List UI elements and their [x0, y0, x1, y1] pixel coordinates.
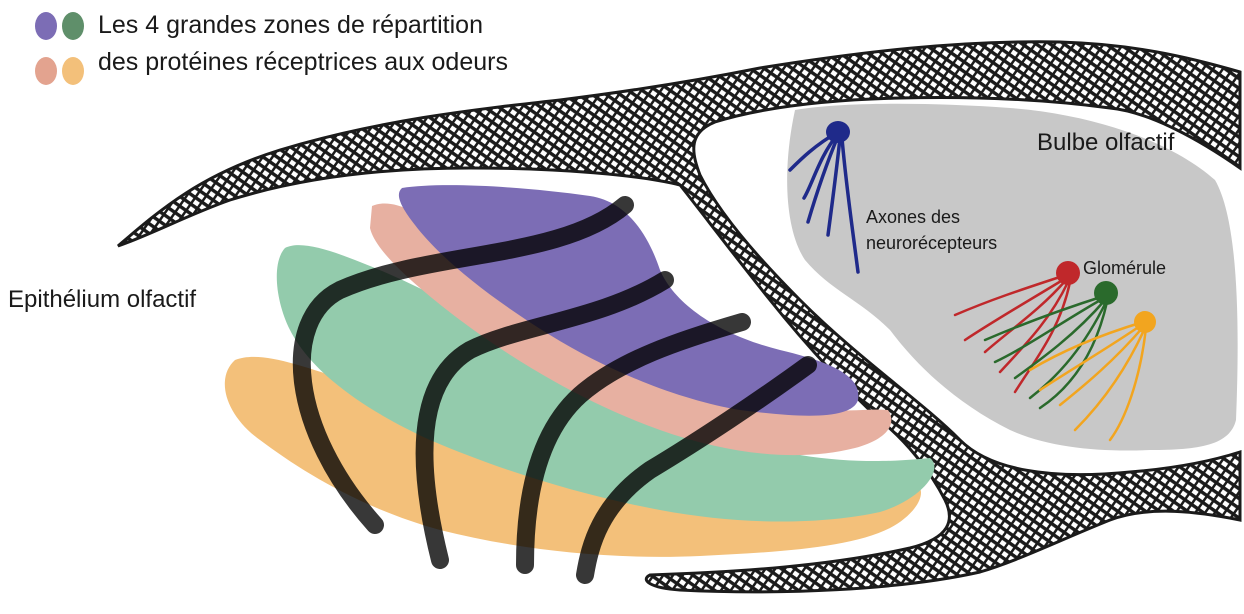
legend-dot-pink [35, 57, 57, 85]
axon-glomerule-blue [826, 121, 850, 143]
legend-line-1: Les 4 grandes zones de répartition [98, 11, 483, 40]
label-epithelium: Epithélium olfactif [8, 286, 196, 314]
label-axons-line2: neurorécepteurs [866, 233, 997, 254]
glomerule-red [1056, 261, 1080, 285]
legend-dot-purple [35, 12, 57, 40]
label-glomerule: Glomérule [1083, 258, 1166, 279]
legend-dot-green [62, 12, 84, 40]
legend-dot-orange [62, 57, 84, 85]
glomerule-orange [1134, 311, 1156, 333]
glomerule-green [1094, 281, 1118, 305]
label-axons-line1: Axones des [866, 207, 960, 228]
legend-line-2: des protéines réceptrices aux odeurs [98, 48, 508, 77]
label-bulb: Bulbe olfactif [1037, 129, 1174, 157]
